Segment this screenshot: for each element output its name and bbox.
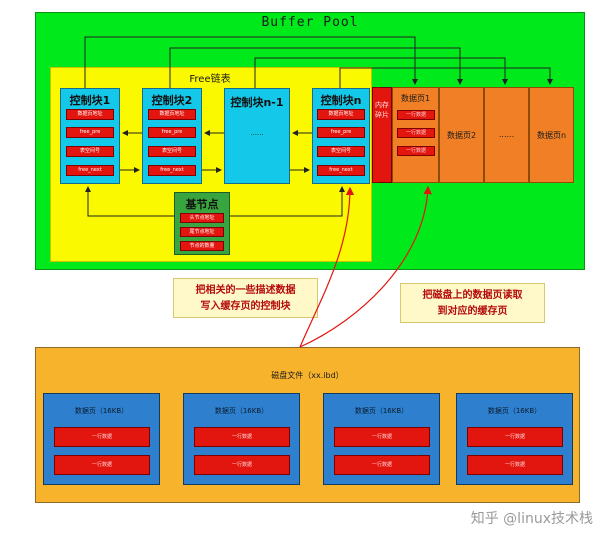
- ellipsis-text: ......: [250, 129, 264, 137]
- disk-page-4: 数据页（16KB） 一行数据 一行数据: [456, 393, 573, 485]
- link-cbn-pagen: [339, 67, 553, 88]
- row-data: 一行数据: [334, 427, 430, 447]
- node-count-field: 节点的数量: [180, 241, 224, 251]
- control-block-title: 控制块1: [69, 94, 111, 107]
- tail-address-field: 尾节点地址: [180, 227, 224, 237]
- free-pre-field: free_pre: [317, 127, 365, 138]
- memory-fragment: [372, 87, 392, 183]
- cache-page-title: ......: [498, 130, 515, 139]
- buffer-pool-title: Buffer Pool: [261, 15, 359, 30]
- page-address-field: 数据页地址: [66, 109, 114, 120]
- control-block-1: 控制块1 数据页地址 free_pre 表空间号 free_next: [60, 88, 120, 184]
- control-block-2: 控制块2 数据页地址 free_pre 表空间号 free_next: [142, 88, 202, 184]
- link-cbn1-pageellipsis: [254, 57, 508, 88]
- free-next-field: free_next: [148, 165, 196, 176]
- disk-page-title: 数据页（16KB）: [354, 407, 409, 415]
- tablespace-field: 表空间号: [66, 146, 114, 157]
- callout-write-control-block: 把相关的一些描述数据 写入缓存页的控制块: [173, 278, 318, 318]
- row-data: 一行数据: [194, 455, 290, 475]
- row-data: 一行数据: [194, 427, 290, 447]
- callout-line: 把磁盘上的数据页读取: [422, 290, 523, 301]
- control-block-title: 控制块2: [151, 94, 193, 107]
- write-control-block-arrow: [299, 186, 355, 348]
- row-data: 一行数据: [397, 146, 435, 156]
- control-block-n-minus-1: 控制块n-1 ......: [224, 88, 290, 184]
- cache-page-ellipsis: ......: [484, 87, 529, 183]
- row-data: 一行数据: [467, 427, 563, 447]
- control-block-n: 控制块n 数据页地址 free_pre 表空间号 free_next: [312, 88, 370, 184]
- memory-fragment-label: 内存碎片: [375, 101, 389, 119]
- free-pre-field: free_pre: [148, 127, 196, 138]
- base-node: 基节点 头节点地址 尾节点地址 节点的数量: [174, 192, 230, 255]
- row-data: 一行数据: [397, 128, 435, 138]
- free-list-title: Free链表: [189, 74, 231, 85]
- disk-page-title: 数据页（16KB）: [214, 407, 269, 415]
- base-tail-link: [230, 186, 345, 217]
- disk-page-title: 数据页（16KB）: [487, 407, 542, 415]
- cache-page-title: 数据页n: [536, 131, 567, 140]
- disk-file-title: 磁盘文件（xx.ibd）: [271, 371, 344, 380]
- tablespace-field: 表空间号: [317, 146, 365, 157]
- read-disk-page-arrow: [299, 185, 432, 348]
- free-next-field: free_next: [317, 165, 365, 176]
- free-pre-field: free_pre: [66, 127, 114, 138]
- cache-page-1: 数据页1 一行数据 一行数据 一行数据: [392, 87, 439, 183]
- disk-page-3: 数据页（16KB） 一行数据 一行数据: [323, 393, 440, 485]
- base-head-link: [85, 186, 174, 217]
- row-data: 一行数据: [397, 110, 435, 120]
- tablespace-field: 表空间号: [148, 146, 196, 157]
- link-cb2-page2: [169, 47, 463, 88]
- cache-page-title: 数据页1: [400, 94, 431, 103]
- callout-line: 把相关的一些描述数据: [195, 285, 296, 296]
- page-address-field: 数据页地址: [317, 109, 365, 120]
- cache-page-2: 数据页2: [439, 87, 484, 183]
- link-cb1-page1: [84, 36, 418, 88]
- callout-read-disk-page: 把磁盘上的数据页读取 到对应的缓存页: [400, 283, 545, 323]
- disk-page-2: 数据页（16KB） 一行数据 一行数据: [183, 393, 300, 485]
- row-data: 一行数据: [334, 455, 430, 475]
- row-data: 一行数据: [54, 455, 150, 475]
- row-data: 一行数据: [54, 427, 150, 447]
- callout-line: 写入缓存页的控制块: [200, 301, 291, 312]
- base-node-title: 基节点: [185, 198, 219, 211]
- cache-page-title: 数据页2: [446, 131, 477, 140]
- free-next-field: free_next: [66, 165, 114, 176]
- head-address-field: 头节点地址: [180, 213, 224, 223]
- disk-page-1: 数据页（16KB） 一行数据 一行数据: [43, 393, 160, 485]
- disk-page-title: 数据页（16KB）: [74, 407, 129, 415]
- page-address-field: 数据页地址: [148, 109, 196, 120]
- watermark: 知乎 @linux技术栈: [470, 511, 593, 527]
- control-block-title: 控制块n: [320, 94, 362, 107]
- callout-line: 到对应的缓存页: [437, 306, 508, 317]
- control-block-title: 控制块n-1: [230, 96, 284, 109]
- cache-page-n: 数据页n: [529, 87, 574, 183]
- row-data: 一行数据: [467, 455, 563, 475]
